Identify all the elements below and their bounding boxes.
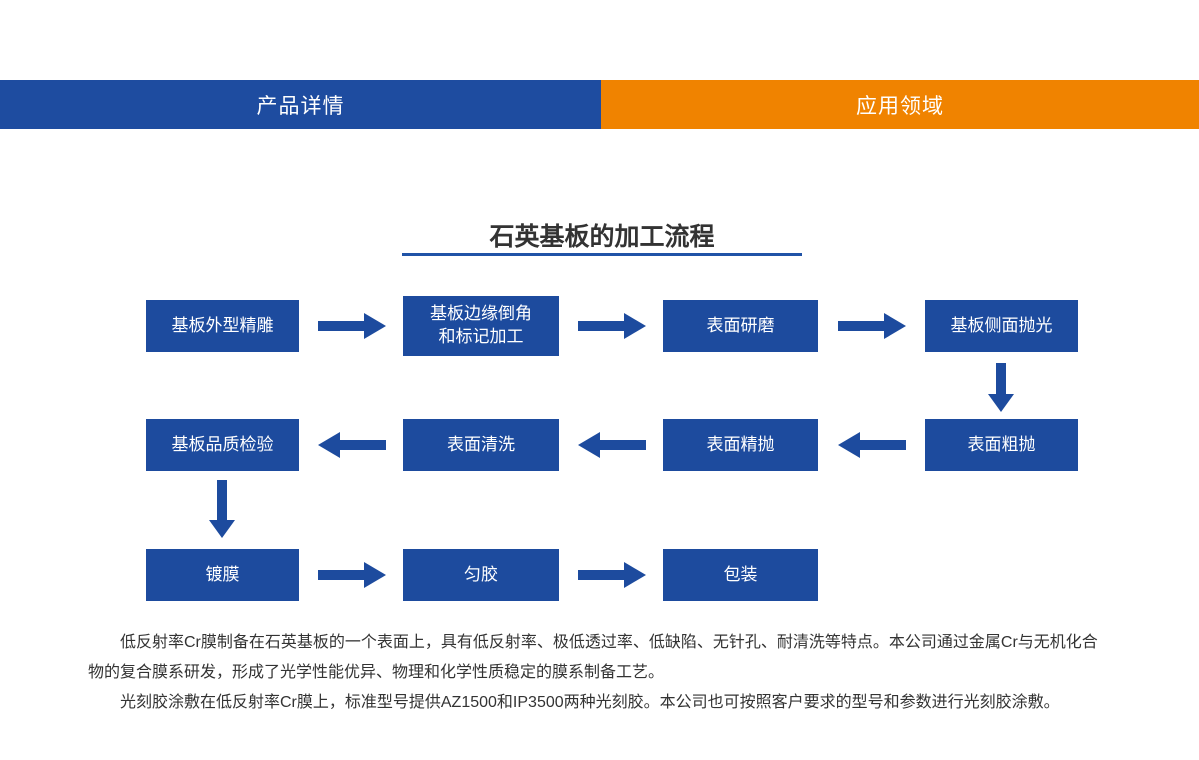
arrow-right-icon — [578, 562, 646, 588]
description-paragraph: 光刻胶涂敷在低反射率Cr膜上，标准型号提供AZ1500和IP3500两种光刻胶。… — [120, 694, 1060, 711]
arrow-right-icon — [318, 313, 386, 339]
arrow-right-icon — [318, 562, 386, 588]
arrow-down-icon — [209, 480, 235, 538]
arrow-left-icon — [318, 432, 386, 458]
description-paragraph: 低反射率Cr膜制备在石英基板的一个表面上，具有低反射率、极低透过率、低缺陷、无针… — [88, 634, 1098, 681]
flow-step-box: 匀胶 — [403, 549, 559, 601]
flow-step-box: 表面清洗 — [403, 419, 559, 471]
flowchart-title: 石英基板的加工流程 — [489, 223, 715, 251]
arrow-left-icon — [578, 432, 646, 458]
tab-bar: 产品详情 应用领域 — [0, 80, 1199, 129]
flow-step-box: 表面粗抛 — [925, 419, 1078, 471]
arrow-right-icon — [578, 313, 646, 339]
flow-step-box: 表面研磨 — [663, 300, 818, 352]
flow-step-box: 基板外型精雕 — [146, 300, 299, 352]
arrow-right-icon — [838, 313, 906, 339]
flow-step-box: 表面精抛 — [663, 419, 818, 471]
title-underline — [402, 253, 802, 256]
tab-application-areas[interactable]: 应用领域 — [601, 80, 1199, 129]
flow-step-box: 基板品质检验 — [146, 419, 299, 471]
flow-step-box: 基板边缘倒角 和标记加工 — [403, 296, 559, 356]
arrow-down-icon — [988, 363, 1014, 412]
flow-step-box: 包装 — [663, 549, 818, 601]
description-text: 低反射率Cr膜制备在石英基板的一个表面上，具有低反射率、极低透过率、低缺陷、无针… — [88, 628, 1111, 718]
flow-step-box: 基板侧面抛光 — [925, 300, 1078, 352]
arrow-left-icon — [838, 432, 906, 458]
tab-product-details[interactable]: 产品详情 — [0, 80, 601, 129]
flow-step-box: 镀膜 — [146, 549, 299, 601]
